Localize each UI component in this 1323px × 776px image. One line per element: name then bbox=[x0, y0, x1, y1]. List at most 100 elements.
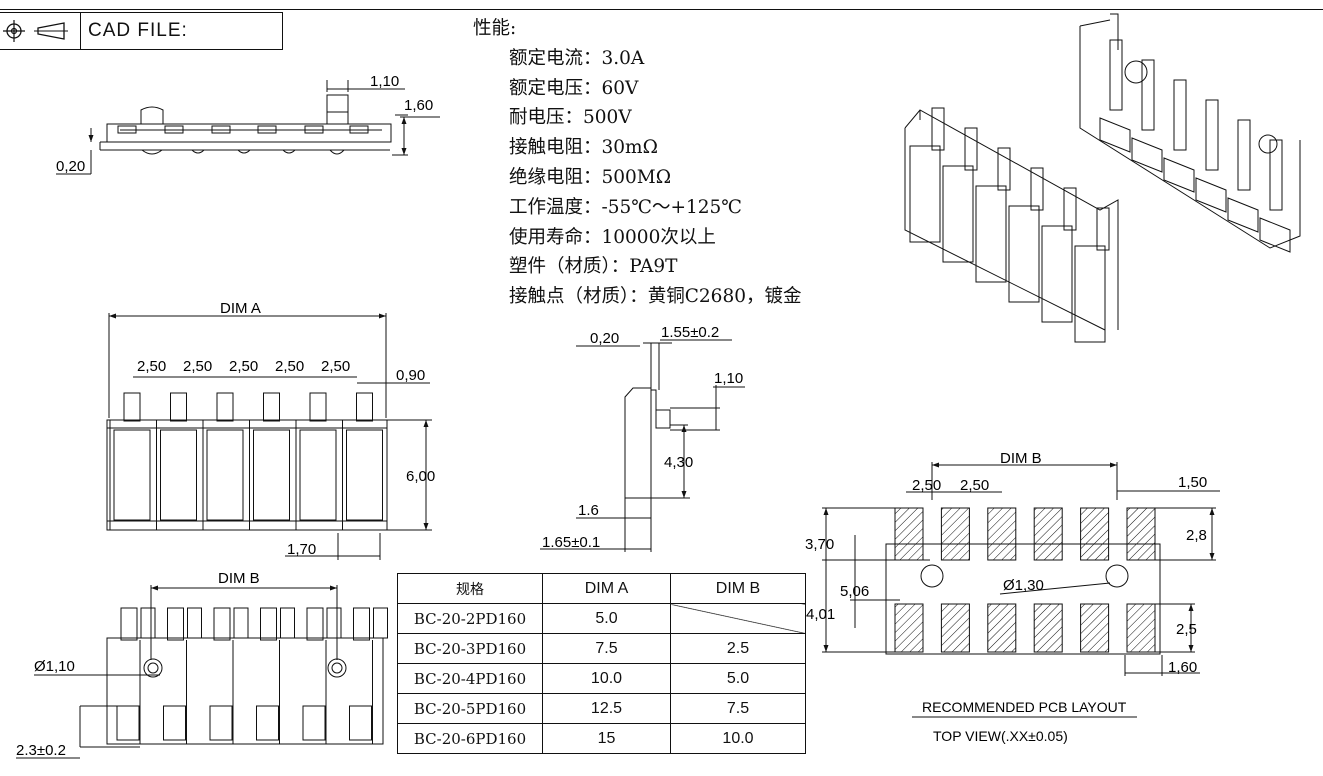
bottom-cell bbox=[116, 705, 140, 741]
specs-heading: 性能: bbox=[473, 18, 517, 39]
table-cell: 2.5 bbox=[670, 633, 806, 664]
iso-pin bbox=[1141, 59, 1155, 131]
iso-cell bbox=[1131, 137, 1163, 173]
pcb-pad bbox=[987, 507, 1017, 561]
first-angle-projection-icon bbox=[3, 20, 68, 42]
bottom-cell bbox=[163, 705, 186, 741]
contact-pin bbox=[280, 607, 295, 639]
pcb-pad bbox=[894, 507, 924, 561]
pitch-label: 2,50 bbox=[137, 358, 166, 375]
iso-view bbox=[904, 13, 1301, 343]
pcb-dim-b: DIM B bbox=[1000, 450, 1042, 467]
pcb-dim-160: 1,60 bbox=[1168, 659, 1197, 676]
side-slot bbox=[117, 125, 137, 134]
table-header: 规格 bbox=[397, 573, 543, 604]
iso-cell bbox=[1227, 197, 1259, 233]
table-row: BC-20-6PD160 15 10.0 bbox=[397, 723, 806, 754]
contact-pin bbox=[373, 607, 388, 639]
table-header: DIM A bbox=[542, 573, 671, 604]
side-slot bbox=[164, 125, 184, 134]
iso-cell bbox=[1259, 217, 1291, 253]
table-cell: BC-20-5PD160 bbox=[397, 693, 543, 724]
table-cell: 7.5 bbox=[670, 693, 806, 724]
dim-prof-165: 1.65±0.1 bbox=[542, 534, 600, 551]
contact-pin bbox=[353, 607, 370, 641]
iso-cell bbox=[909, 145, 941, 243]
bottom-cell bbox=[302, 705, 326, 741]
table-row: BC-20-3PD160 7.5 2.5 bbox=[397, 633, 806, 664]
contact-pin bbox=[306, 607, 324, 641]
contact-pin bbox=[123, 392, 141, 422]
profile-view bbox=[540, 339, 745, 552]
contact-cell bbox=[160, 429, 197, 521]
iso-pin bbox=[964, 127, 978, 171]
table-cell: 10.0 bbox=[542, 663, 671, 694]
pcb-caption-2: TOP VIEW(.XX±0.05) bbox=[933, 728, 1068, 744]
bottom-view bbox=[16, 585, 388, 759]
dim-600: 6,00 bbox=[406, 468, 435, 485]
side-view bbox=[56, 80, 440, 175]
iso-pin bbox=[1030, 167, 1044, 211]
contact-pin bbox=[356, 392, 373, 422]
pcb-hole-130: Ø1,30 bbox=[1003, 577, 1044, 594]
iso-cell bbox=[1195, 177, 1227, 213]
iso-cell bbox=[942, 165, 974, 263]
contact-pin bbox=[120, 607, 138, 641]
pcb-pad bbox=[1080, 507, 1110, 561]
dim-side-020: 0,20 bbox=[56, 158, 85, 175]
iso-cell bbox=[1041, 225, 1073, 323]
contact-pin bbox=[140, 607, 156, 639]
dim-090: 0,90 bbox=[396, 367, 425, 384]
contact-pin bbox=[260, 607, 277, 641]
contact-cell bbox=[206, 429, 244, 521]
pcb-pad bbox=[940, 603, 970, 653]
pcb-dim-506: 5,06 bbox=[840, 583, 869, 600]
dim-prof-110: 1,10 bbox=[714, 370, 743, 387]
spec-line: 额定电压：60V bbox=[509, 77, 639, 99]
pcb-pitch-2: 2,50 bbox=[960, 477, 989, 494]
dim-side-110: 1,10 bbox=[370, 73, 399, 90]
spec-line: 耐电压：500V bbox=[509, 107, 632, 129]
spec-line: 使用寿命：10000次以上 bbox=[509, 226, 716, 248]
dim-hole-110: Ø1,10 bbox=[34, 658, 75, 675]
dim-170: 1,70 bbox=[287, 541, 316, 558]
table-cell: BC-20-3PD160 bbox=[397, 633, 543, 664]
contact-pin bbox=[263, 392, 280, 422]
table-header-row: 规格 DIM A DIM B bbox=[397, 573, 806, 604]
pcb-pad bbox=[894, 603, 924, 653]
iso-cell bbox=[1163, 157, 1195, 193]
cad-file-label: CAD FILE: bbox=[88, 20, 188, 41]
pitch-label: 2,50 bbox=[321, 358, 350, 375]
pcb-layout bbox=[822, 462, 1220, 718]
side-slot bbox=[211, 125, 231, 134]
contact-cell bbox=[253, 429, 290, 521]
spec-line: 塑件（材质）：PA9T bbox=[509, 256, 678, 278]
contact-pin bbox=[187, 607, 202, 639]
dim-a-label-top: DIM A bbox=[220, 300, 261, 317]
iso-pin bbox=[931, 107, 945, 151]
spec-line: 额定电流：3.0A bbox=[509, 47, 645, 69]
side-slot bbox=[349, 125, 369, 134]
pcb-pitch-1: 2,50 bbox=[912, 477, 941, 494]
contact-pin bbox=[170, 392, 187, 422]
pcb-dim-370: 3,70 bbox=[805, 536, 834, 553]
table-cell-empty bbox=[670, 603, 806, 634]
iso-pin bbox=[1205, 99, 1219, 171]
pcb-pad bbox=[1126, 603, 1156, 653]
dim-prof-16: 1.6 bbox=[578, 502, 599, 519]
iso-pin bbox=[997, 147, 1011, 191]
table-row: BC-20-5PD160 12.5 7.5 bbox=[397, 693, 806, 724]
iso-pin bbox=[1269, 139, 1283, 211]
pcb-dim-25: 2,5 bbox=[1176, 621, 1197, 638]
dim-b-label-bottom: DIM B bbox=[218, 570, 260, 587]
pcb-dim-28: 2,8 bbox=[1186, 527, 1207, 544]
contact-pin bbox=[167, 607, 184, 641]
pcb-caption-1: RECOMMENDED PCB LAYOUT bbox=[922, 699, 1127, 715]
bottom-cell bbox=[256, 705, 279, 741]
table-cell: 15 bbox=[542, 723, 671, 754]
table-header: DIM B bbox=[670, 573, 806, 604]
iso-pin bbox=[1109, 39, 1123, 111]
contact-pin bbox=[213, 607, 231, 641]
bottom-cell bbox=[349, 705, 372, 741]
